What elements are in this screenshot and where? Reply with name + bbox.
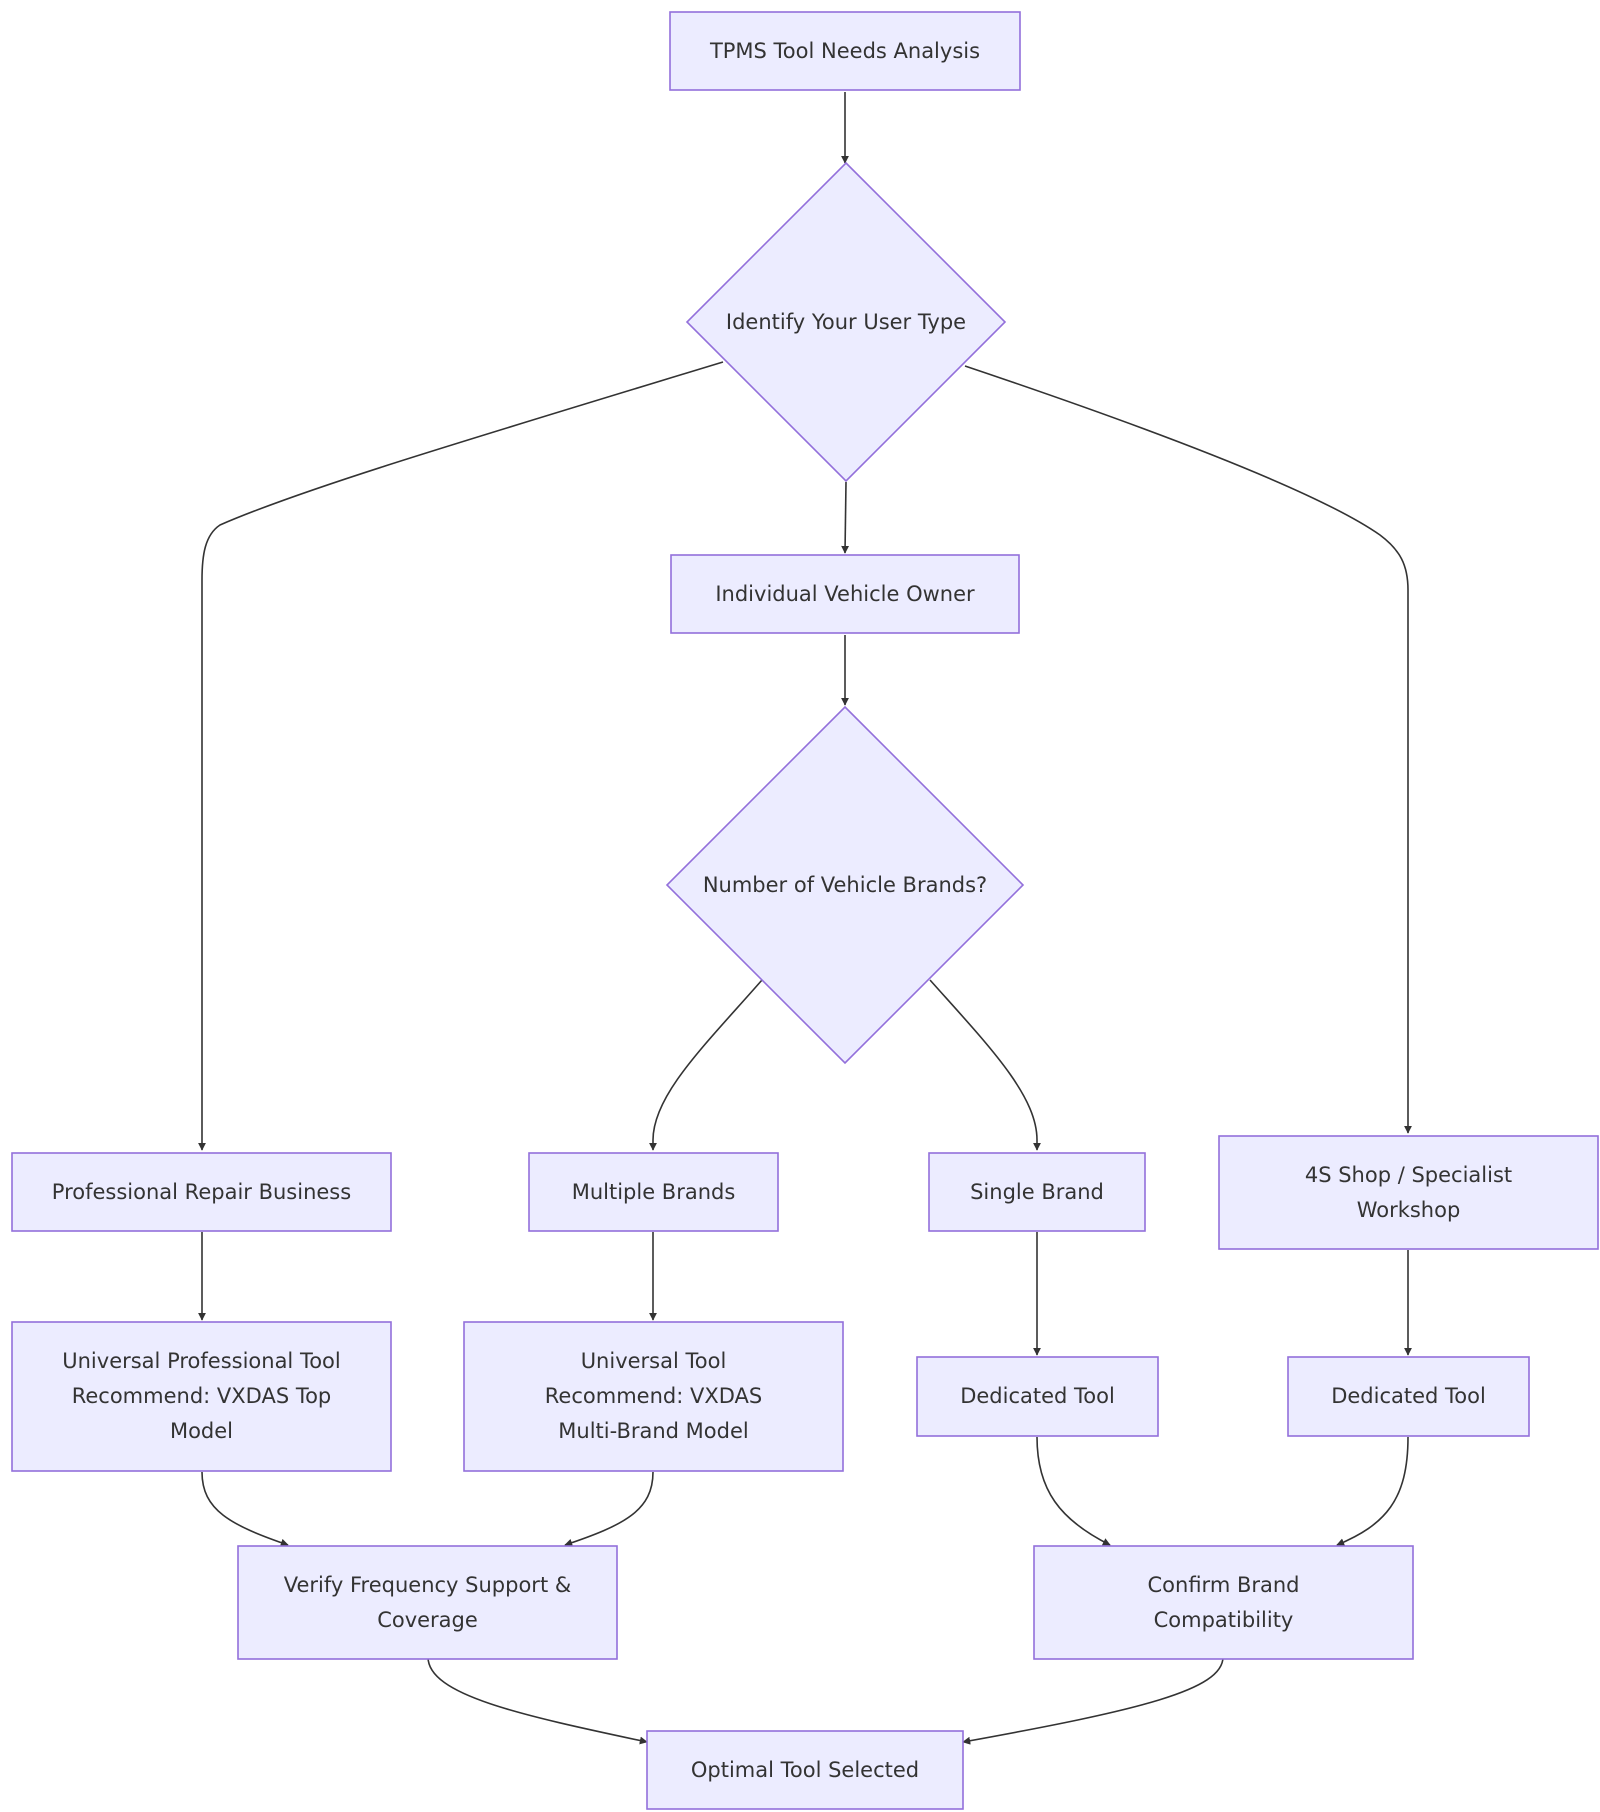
node-professional-shape — [11, 1152, 392, 1232]
edge-numbrands-to-single — [929, 979, 1041, 1151]
node-start-shape — [669, 11, 1021, 91]
edge-universaltool-to-verify — [564, 1471, 654, 1547]
node-user-type-shape — [685, 161, 1007, 483]
node-num-brands-shape — [665, 705, 1025, 1065]
edge-usertype-to-professional — [198, 361, 724, 1151]
node-individual-shape — [670, 554, 1020, 634]
edge-shopdedicated-to-confirm — [1336, 1436, 1409, 1546]
edge-usertype-to-individual — [841, 481, 850, 554]
node-universal-pro-shape — [11, 1321, 392, 1472]
node-universal-tool-shape — [463, 1321, 844, 1472]
edge-confirm-to-final — [962, 1656, 1224, 1745]
node-dedicated-single-shape — [916, 1356, 1159, 1437]
edge-universalpro-to-verify — [201, 1471, 289, 1547]
edges — [198, 92, 1412, 1745]
node-confirm-shape — [1033, 1545, 1414, 1660]
node-single-shape — [928, 1152, 1146, 1232]
node-multiple-shape — [528, 1152, 779, 1232]
edge-numbrands-to-multiple — [649, 979, 763, 1151]
edge-verify-to-final — [427, 1656, 648, 1745]
node-final-shape — [646, 1730, 964, 1810]
node-dedicated-shop-shape — [1287, 1356, 1530, 1437]
node-shop-shape — [1218, 1135, 1599, 1250]
node-verify-shape — [237, 1545, 618, 1660]
edge-usertype-to-shop — [964, 365, 1412, 1134]
edge-dedicated-to-confirm — [1036, 1436, 1111, 1546]
